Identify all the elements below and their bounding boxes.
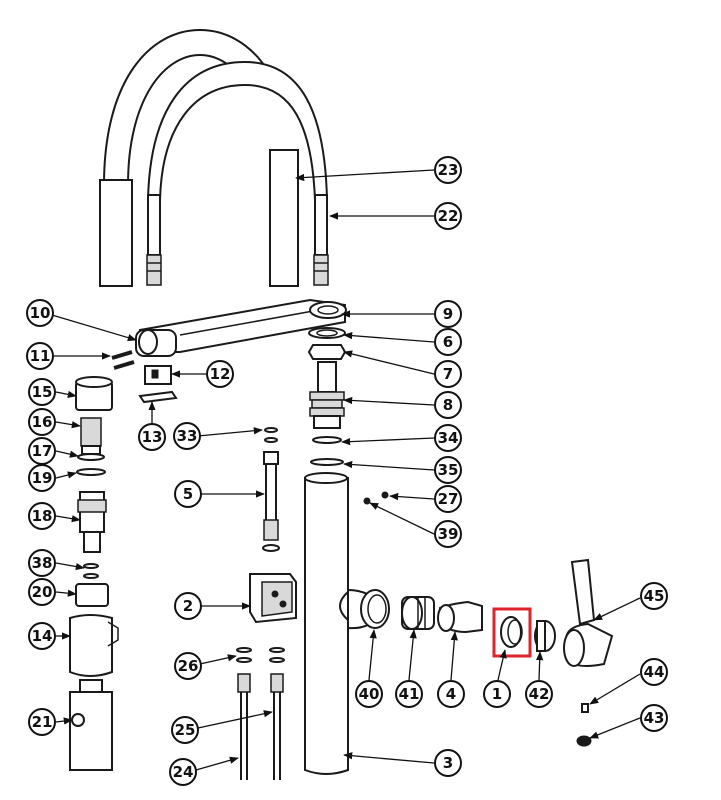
svg-text:19: 19 (32, 469, 53, 487)
callout-25: 25 (171, 716, 199, 744)
callout-39: 39 (434, 520, 462, 548)
callout-45: 45 (640, 582, 668, 610)
svg-text:1: 1 (492, 685, 502, 703)
handle-assembly (347, 558, 614, 747)
callout-40: 40 (355, 680, 383, 708)
callout-24: 24 (169, 758, 197, 786)
svg-text:23: 23 (438, 161, 459, 179)
callout-11: 11 (26, 342, 54, 370)
svg-text:20: 20 (32, 583, 53, 601)
svg-text:3: 3 (443, 754, 453, 772)
callout-3: 3 (434, 749, 462, 777)
callout-8: 8 (434, 391, 462, 419)
faucet-body (304, 327, 389, 775)
svg-text:6: 6 (443, 333, 453, 351)
svg-text:33: 33 (177, 427, 198, 445)
svg-text:43: 43 (644, 709, 665, 727)
svg-text:26: 26 (178, 657, 199, 675)
svg-text:8: 8 (443, 396, 453, 414)
svg-text:9: 9 (443, 305, 453, 323)
callout-9: 9 (434, 300, 462, 328)
callout-23: 23 (434, 156, 462, 184)
svg-text:7: 7 (443, 365, 453, 383)
svg-text:44: 44 (644, 663, 665, 681)
hose-assembly (99, 28, 329, 287)
callout-42: 42 (525, 680, 553, 708)
svg-text:24: 24 (173, 763, 194, 781)
svg-text:13: 13 (142, 428, 163, 446)
svg-text:11: 11 (30, 347, 51, 365)
left-cartridge-stack (69, 376, 119, 771)
svg-text:2: 2 (183, 597, 193, 615)
svg-text:22: 22 (438, 207, 459, 225)
callout-12: 12 (206, 360, 234, 388)
svg-text:39: 39 (438, 525, 459, 543)
callout-33: 33 (173, 422, 201, 450)
svg-text:34: 34 (438, 429, 459, 447)
callout-17: 17 (28, 437, 56, 465)
svg-text:12: 12 (210, 365, 231, 383)
callout-22: 22 (434, 202, 462, 230)
callout-19: 19 (28, 464, 56, 492)
spout-arm (135, 298, 347, 357)
callout-38: 38 (28, 549, 56, 577)
svg-text:16: 16 (32, 413, 53, 431)
svg-text:5: 5 (183, 485, 193, 503)
svg-text:35: 35 (438, 461, 459, 479)
callout-7: 7 (434, 360, 462, 388)
callout-13: 13 (138, 423, 166, 451)
callout-44: 44 (640, 658, 668, 686)
callout-15: 15 (28, 378, 56, 406)
screws (111, 350, 135, 370)
svg-text:14: 14 (32, 627, 53, 645)
leader-lines (51, 169, 641, 771)
svg-text:17: 17 (32, 442, 53, 460)
svg-text:41: 41 (399, 685, 420, 703)
callout-34: 34 (434, 424, 462, 452)
svg-text:21: 21 (32, 713, 53, 731)
callout-43: 43 (640, 704, 668, 732)
svg-text:4: 4 (446, 685, 456, 703)
svg-text:27: 27 (438, 490, 459, 508)
callout-16: 16 (28, 408, 56, 436)
callout-6: 6 (434, 328, 462, 356)
callout-27: 27 (434, 485, 462, 513)
callout-4: 4 (437, 680, 465, 708)
svg-text:25: 25 (175, 721, 196, 739)
highlight-box (492, 607, 532, 658)
callout-21: 21 (28, 708, 56, 736)
callout-26: 26 (174, 652, 202, 680)
callout-18: 18 (28, 502, 56, 530)
callout-labels: 23 22 9 6 7 8 34 35 27 39 3 10 11 12 13 … (26, 156, 668, 786)
callout-5: 5 (174, 480, 202, 508)
callout-35: 35 (434, 456, 462, 484)
svg-text:42: 42 (529, 685, 550, 703)
svg-text:18: 18 (32, 507, 53, 525)
callout-1: 1 (483, 680, 511, 708)
clip-and-plate (138, 365, 178, 404)
svg-text:15: 15 (32, 383, 53, 401)
callout-20: 20 (28, 578, 56, 606)
callout-2: 2 (174, 592, 202, 620)
svg-text:45: 45 (644, 587, 665, 605)
callout-14: 14 (28, 622, 56, 650)
center-valve (236, 427, 297, 780)
callout-10: 10 (26, 299, 54, 327)
svg-text:38: 38 (32, 554, 53, 572)
svg-text:10: 10 (30, 304, 51, 322)
callout-41: 41 (395, 680, 423, 708)
svg-text:40: 40 (359, 685, 380, 703)
